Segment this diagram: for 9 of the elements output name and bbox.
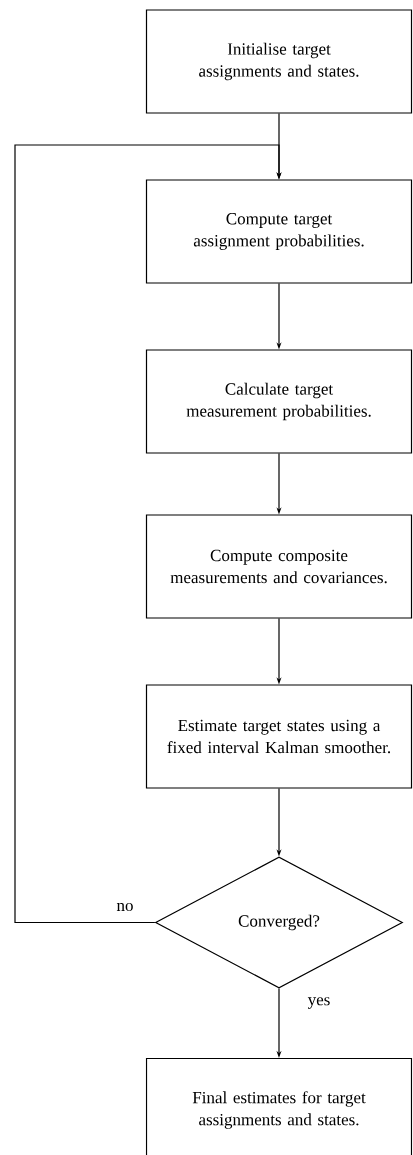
process-box: Calculate target measurement probabilities. xyxy=(145,349,413,454)
process-box: Final estimates for target assignments and states. xyxy=(145,1057,413,1155)
arrow xyxy=(14,144,282,924)
edge-label: yes xyxy=(307,997,330,1009)
process-box: Estimate target states using a fixed interval Kalman smoother. xyxy=(145,684,413,789)
edge-label: no xyxy=(116,902,133,912)
process-box: Compute composite measurements and covariances. xyxy=(145,514,413,619)
process-box: Initialise target assignments and states. xyxy=(145,9,413,114)
process-box: Compute target assignment probabilities. xyxy=(145,179,413,284)
